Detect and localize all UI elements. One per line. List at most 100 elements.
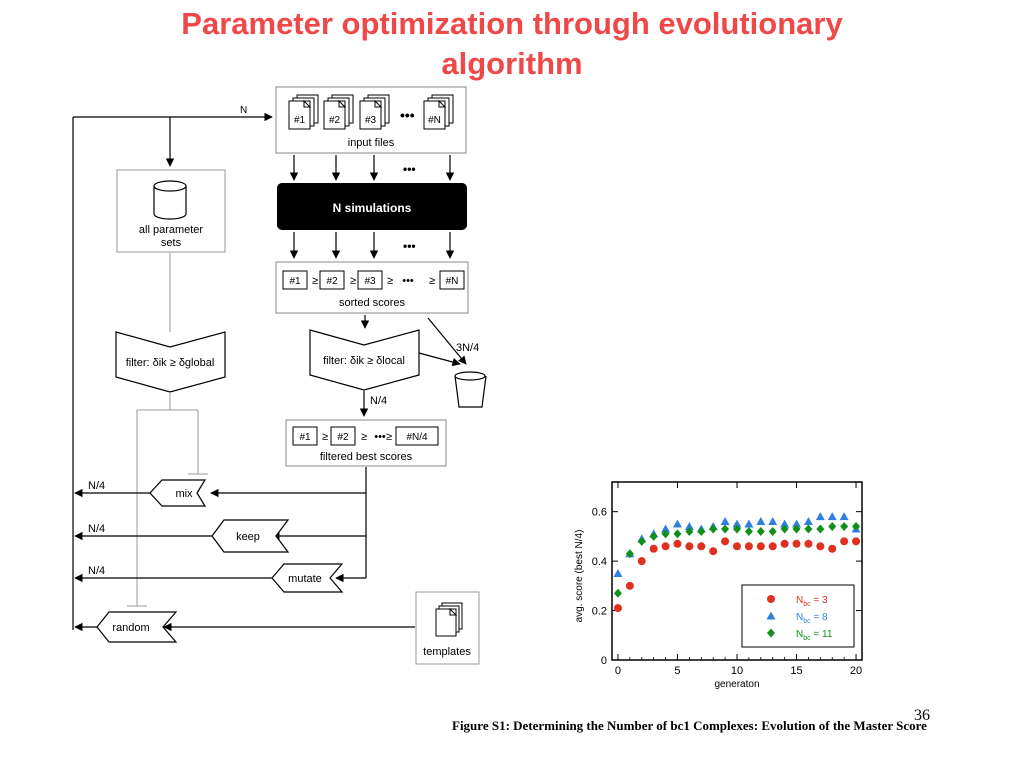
arrows-to-sorted <box>289 232 455 259</box>
score-tag-label: #2 <box>326 276 338 287</box>
arrows-ellipsis-2: ••• <box>403 239 416 253</box>
file-icon: #2 <box>323 94 354 130</box>
data-point-circle <box>852 537 861 546</box>
data-point-triangle <box>756 517 766 526</box>
data-point-diamond <box>756 526 765 536</box>
templates-label: templates <box>423 646 471 658</box>
data-point-diamond <box>816 524 825 534</box>
file-icons: #1#2#3#N <box>288 94 454 130</box>
data-point-circle <box>780 539 789 548</box>
data-point-circle <box>721 537 730 546</box>
x-tick-label: 0 <box>615 665 621 677</box>
trash-bin-icon <box>454 371 487 408</box>
score-tag-label: #3 <box>364 276 376 287</box>
all-parameter-sets-label-2: sets <box>161 237 182 249</box>
data-point-diamond <box>721 524 730 534</box>
geq-sign: ••• <box>402 275 414 287</box>
data-point-triangle <box>613 568 623 577</box>
series-circle <box>613 537 861 613</box>
data-point-circle <box>661 542 670 551</box>
slide-title-line-2: algorithm <box>441 46 583 81</box>
input-files-label: input files <box>348 137 395 149</box>
data-point-circle <box>816 542 825 551</box>
y-tick-label: 0 <box>601 655 607 667</box>
data-point-triangle <box>732 519 742 528</box>
score-tag-label: #N/4 <box>406 432 428 443</box>
y-tick-label: 0.2 <box>592 606 607 618</box>
data-point-circle <box>792 539 801 548</box>
chart-points <box>613 512 861 613</box>
data-point-diamond <box>804 524 813 534</box>
arrows-to-simulations <box>289 155 455 181</box>
data-point-triangle <box>661 524 671 533</box>
data-point-triangle <box>827 512 837 521</box>
slide-title-line-1: Parameter optimization through evolution… <box>181 6 843 41</box>
data-point-circle <box>673 539 682 548</box>
data-point-triangle <box>744 519 754 528</box>
x-tick-label: 20 <box>850 665 862 677</box>
data-point-triangle <box>780 519 790 528</box>
out-n4-mutate: N/4 <box>88 565 105 577</box>
out-n4-keep: N/4 <box>88 523 105 535</box>
score-tag: #1 <box>292 426 318 446</box>
data-point-circle <box>649 544 658 553</box>
score-tag-label: #2 <box>337 432 349 443</box>
legend-entry: Nbc = 11 <box>796 629 833 642</box>
geq-sign: ••• <box>374 431 386 443</box>
data-point-diamond <box>744 526 753 536</box>
geq-sign: ≥ <box>350 275 356 287</box>
random-label: random <box>112 622 149 634</box>
keep-operation <box>211 519 290 553</box>
legend-box <box>741 584 855 648</box>
data-point-diamond <box>792 524 801 534</box>
best-tags: #1#2#N/4≥≥•••≥ <box>292 426 439 446</box>
file-tag: #1 <box>294 115 306 126</box>
data-point-circle <box>840 537 849 546</box>
y-tick-label: 0.6 <box>592 507 607 519</box>
data-point-triangle <box>803 517 813 526</box>
n-simulations-label: N simulations <box>333 201 412 215</box>
random-operation <box>96 611 178 643</box>
score-tag-label: #N <box>446 276 459 287</box>
data-point-circle <box>685 542 694 551</box>
x-tick-label: 15 <box>790 665 802 677</box>
data-point-circle <box>768 542 777 551</box>
data-point-triangle <box>768 517 778 526</box>
data-point-diamond <box>673 529 682 539</box>
data-point-circle <box>625 581 634 590</box>
n4-label: N/4 <box>370 395 387 407</box>
n-label: N <box>240 105 247 116</box>
y-tick-label: 0.4 <box>592 556 607 568</box>
discard-arrows <box>418 317 467 367</box>
score-tag: #N/4 <box>395 426 439 446</box>
data-point-diamond <box>828 522 837 531</box>
score-tag: #N <box>439 270 465 290</box>
global-filter-lines <box>127 392 208 607</box>
data-point-circle <box>756 542 765 551</box>
keep-label: keep <box>236 531 260 543</box>
data-point-triangle <box>792 519 802 528</box>
three-n4-label: 3N/4 <box>456 342 479 354</box>
all-parameter-sets-label-1: all parameter <box>139 224 204 236</box>
sorted-scores-label: sorted scores <box>339 297 406 309</box>
data-point-diamond <box>649 531 658 541</box>
filtered-best-scores-label: filtered best scores <box>320 451 413 463</box>
mix-operation <box>149 479 207 507</box>
data-point-diamond <box>697 526 706 536</box>
geq-sign: ≥ <box>322 431 328 443</box>
mutate-label: mutate <box>288 573 322 585</box>
data-point-diamond <box>625 549 634 559</box>
data-point-triangle <box>720 517 730 526</box>
data-point-triangle <box>672 519 682 528</box>
data-point-diamond <box>840 522 849 531</box>
file-tag: #3 <box>365 115 377 126</box>
geq-sign: ≥ <box>312 275 318 287</box>
templates-icon <box>435 602 463 637</box>
file-icon: #3 <box>359 94 390 130</box>
score-tag: #1 <box>282 270 308 290</box>
file-icon: #1 <box>288 94 319 130</box>
data-point-diamond <box>661 529 670 539</box>
